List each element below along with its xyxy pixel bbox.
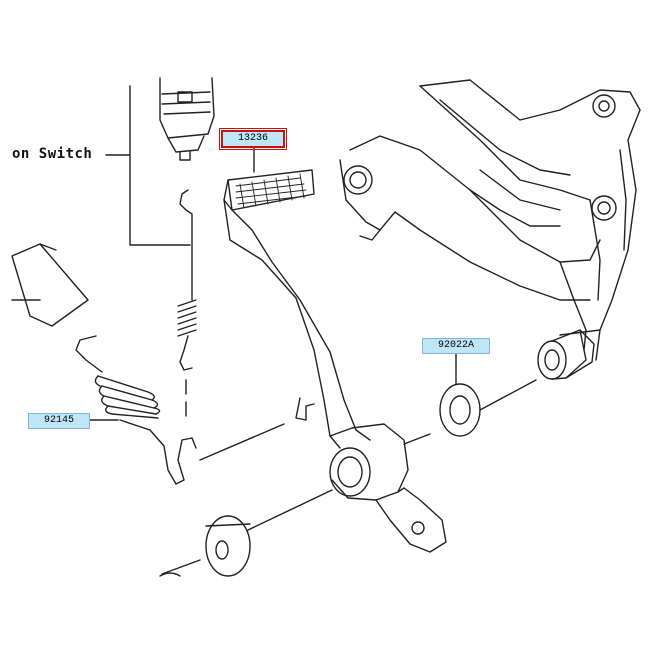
axis-line-pivot xyxy=(403,379,537,445)
cylinder-part xyxy=(11,243,89,327)
switch-callout-text: on Switch xyxy=(12,146,93,162)
bottom-fragment xyxy=(159,572,181,577)
axis-line-lower xyxy=(247,489,333,531)
washer-part-label[interactable]: 92022A xyxy=(422,338,490,354)
axis-line-bottom xyxy=(161,559,201,575)
axis-line-upper xyxy=(199,423,285,461)
washer xyxy=(439,383,481,437)
frame-bracket xyxy=(339,79,641,361)
switch-leader xyxy=(105,85,191,246)
pivot-shaft xyxy=(537,329,595,380)
brake-pedal xyxy=(223,169,447,553)
return-spring xyxy=(75,335,197,485)
lower-washer xyxy=(205,515,251,577)
spring-part-label[interactable]: 92145 xyxy=(28,413,90,429)
switch-spring xyxy=(177,189,197,371)
pedal-part-label[interactable]: 13236 xyxy=(219,128,287,150)
brake-light-switch xyxy=(159,77,215,161)
